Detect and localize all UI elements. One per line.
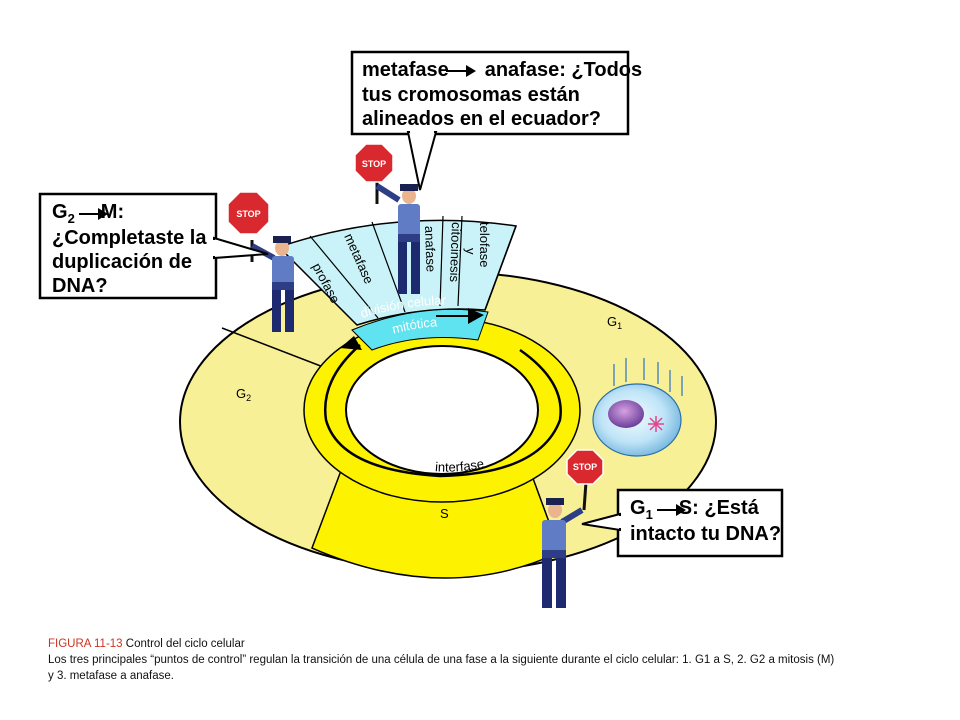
bubble-meta-ana-line3: alineados en el ecuador? bbox=[362, 108, 601, 130]
figure-title: Control del ciclo celular bbox=[125, 638, 245, 650]
svg-text:STOP: STOP bbox=[236, 209, 260, 219]
citocinesis-label: citocinesis bbox=[447, 222, 464, 283]
cell-cycle-disk bbox=[179, 215, 717, 579]
cycle-arrows bbox=[340, 308, 484, 350]
figure-number: FIGURA 11-13 bbox=[48, 638, 123, 650]
officer-metafase-anafase: STOP bbox=[354, 143, 420, 294]
s-label: S bbox=[440, 506, 449, 521]
telofase-label: telofase bbox=[477, 222, 492, 268]
bubble-g2-m-line3: duplicación de bbox=[52, 251, 192, 273]
g1-label: G1 bbox=[607, 314, 622, 331]
caption-heading: FIGURA 11-13 Control del ciclo celular bbox=[48, 636, 838, 652]
bubble-meta-ana-line2: tus cromosomas están bbox=[362, 84, 580, 106]
officer-g2-m: STOP bbox=[227, 191, 294, 332]
figure-caption: FIGURA 11-13 Control del ciclo celular L… bbox=[48, 636, 838, 684]
bubble-g2-m-line4: DNA? bbox=[52, 275, 108, 297]
g2-label: G2 bbox=[236, 386, 251, 403]
svg-text:STOP: STOP bbox=[573, 462, 597, 472]
cell-illustration bbox=[592, 358, 683, 457]
stop-sign-icon: STOP bbox=[354, 143, 394, 204]
caption-body: Los tres principales “puntos de control”… bbox=[48, 654, 835, 682]
officer-g1-s: STOP bbox=[542, 449, 604, 608]
svg-text:STOP: STOP bbox=[362, 159, 386, 169]
stop-sign-icon: STOP bbox=[566, 449, 604, 511]
y-label: y bbox=[463, 248, 478, 255]
interfase-label: interfase bbox=[435, 456, 485, 475]
bubble-g1-s-line2: intacto tu DNA? bbox=[630, 523, 781, 545]
bubble-g2-m-line2: ¿Completaste la bbox=[52, 227, 207, 249]
anafase-label: anafase bbox=[422, 226, 439, 273]
